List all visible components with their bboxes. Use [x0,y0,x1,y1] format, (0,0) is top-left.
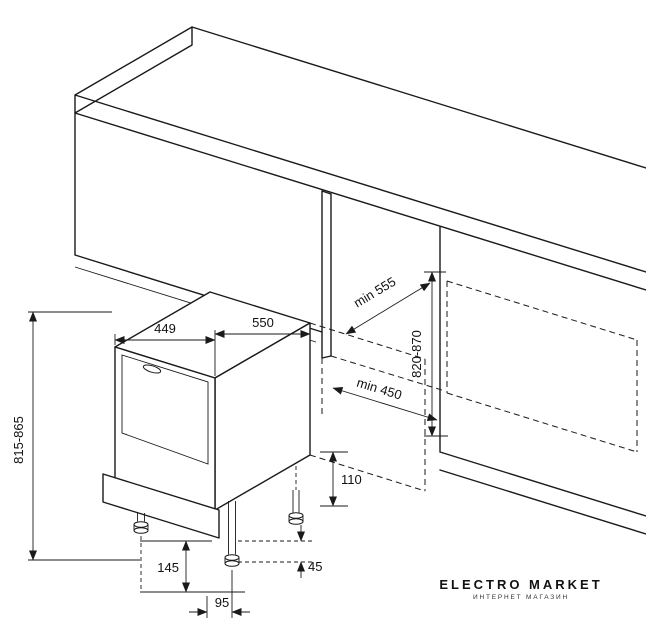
foot-stem [133,513,149,531]
dishwasher-door-handle [142,364,162,374]
countertop-outline [74,26,646,291]
dishwasher-door-outline [121,354,209,465]
brand-logo: ELECTRO MARKET ИНТЕРНЕТ МАГАЗИН [436,577,606,601]
foot-stem [288,490,304,522]
dimension-line [332,386,438,422]
right-cabinet-hidden-cavity [446,280,638,453]
extension-lines [424,271,448,437]
foot-pad-top [224,554,240,561]
foot-pad-bottom [288,518,304,525]
dimension-depth-label: 550 [252,315,274,330]
dimension-line [345,282,431,335]
extension-lines [206,570,233,618]
dishwasher-projection-hidden [309,322,426,492]
dimension-niche-depth-label: min 555 [351,274,398,311]
dishwasher-foot-front-left [133,513,149,534]
dimension-feet-adjustment-label: 45 [308,559,322,574]
dimension-base-height-label: 110 [341,472,362,487]
foot-pad-top [133,521,149,528]
dimension-appliance-height-label: 815-865 [11,416,26,464]
niche-left-wall [321,190,332,359]
dimension-niche-width-label: min 450 [355,375,404,403]
dimension-depth-550: 550 [214,315,311,338]
countertop [74,26,646,291]
dimension-appliance-height-815-865: 815-865 [11,311,140,561]
brand-subtitle: ИНТЕРНЕТ МАГАЗИН [472,594,569,601]
foot-pad-top [288,512,304,519]
brand-name: ELECTRO MARKET [439,577,603,592]
extension-lines [28,311,140,561]
niche [321,190,446,418]
dimension-niche-width-min450: min 450 [332,375,438,422]
dishwasher [102,291,311,567]
dimension-base-height-110: 110 [320,451,362,507]
right-cabinet-outline [439,226,646,535]
foot-pad-bottom [133,527,149,534]
right-cabinet [439,226,646,535]
dishwasher-plinth-panel [102,473,220,539]
dimension-niche-depth-min555: min 555 [345,274,431,335]
dimension-foot-offset-95: 95 [189,570,250,618]
dishwasher-foot-front-right [224,501,240,567]
dishwasher-foot-rear-right [288,466,304,525]
dimension-feet-adjustment-45: 45 [238,525,322,578]
dimension-niche-height-820-870: 820-870 [409,271,448,437]
dimension-foot-offset-label: 95 [215,595,229,610]
reference-lines [238,540,312,563]
foot-pad-bottom [224,560,240,567]
niche-hidden-edges [321,355,446,418]
extension-lines [140,540,245,593]
foot-stem [224,501,240,564]
dimension-plinth-height-label: 145 [157,560,179,575]
dimension-plinth-height-145: 145 [140,536,245,593]
dimension-width-label: 449 [154,321,176,336]
dimension-niche-height-label: 820-870 [409,330,424,378]
